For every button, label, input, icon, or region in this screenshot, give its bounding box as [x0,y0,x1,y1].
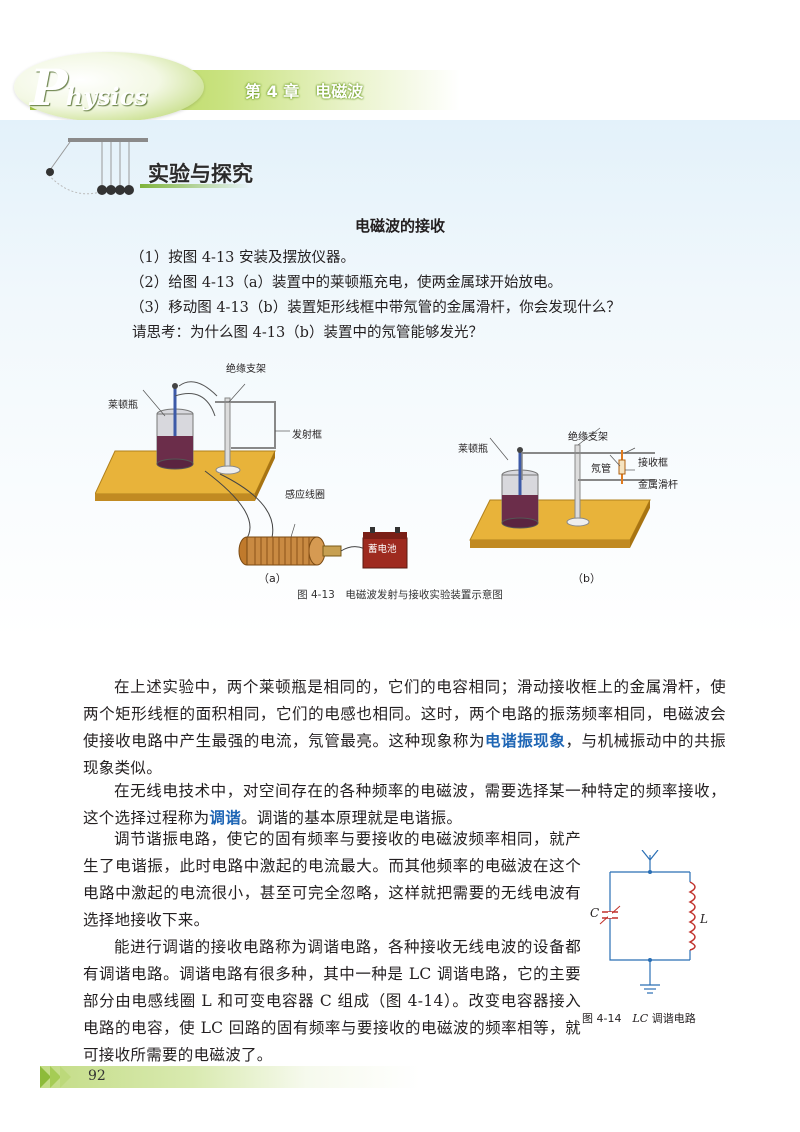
label-receiver-frame: 接收框 [638,458,668,469]
label-leyden-jar-b: 莱顿瓶 [458,444,488,455]
p1-text-a: 在上述实验中，两个莱顿瓶是相同的，它们的电容相同；滑动接收框上的金属滑杆，使两个… [83,678,726,750]
footer-arrows-icon [40,1066,71,1088]
section-title: 实验与探究 [148,162,253,186]
book-title-initial: P [30,58,68,117]
step-1: （1）按图 4-13 安装及摆放仪器。 [130,250,356,266]
label-inductor-l: L [700,912,708,926]
label-battery: 蓄电池 [368,544,397,555]
page-header: Physics 第 4 章 电磁波 [0,0,800,122]
experiment-subtitle: 电磁波的接收 [354,217,445,235]
figure-4-14-lc-circuit [599,850,696,994]
label-sliding-rod: 金属滑杆 [638,480,678,491]
book-title-rest: hysics [65,82,148,111]
p1-text-b: ，与机械振动中的共振现象类似。 [83,732,726,777]
step-3: （3）移动图 4-13（b）装置矩形线框中带氖管的金属滑杆，你会发现什么？ [130,300,621,316]
label-stand-a: 绝缘支架 [226,364,266,375]
label-induction-coil: 感应线圈 [285,490,325,501]
figure-4-13b [469,427,655,548]
term-electric-resonance: 电谐振现象 [485,732,566,750]
label-neon-tube: 氖管 [591,464,611,475]
newtons-cradle-icon [45,138,148,195]
figure-4-13-caption: 图 4-13 电磁波发射与接收实验装置示意图 [297,589,503,601]
footer-band [40,1066,420,1088]
chapter-label: 第 4 章 电磁波 [245,82,364,101]
figure-b-sublabel: （b） [572,572,601,585]
lc-caption-italic: LC [632,1012,649,1025]
section-title-underline [140,184,250,188]
book-title: Physics [30,58,148,118]
page-number: 92 [88,1068,106,1084]
figure-4-13a [95,381,408,569]
paragraph-2: 在无线电技术中，对空间存在的各种频率的电磁波，需要选择某一种特定的频率接收，这个… [83,778,726,832]
p2-text-a: 在无线电技术中，对空间存在的各种频率的电磁波，需要选择某一种特定的频率接收，这个… [83,782,726,827]
figure-a-sublabel: （a） [258,572,287,585]
label-leyden-jar-a: 莱顿瓶 [108,400,138,411]
label-capacitor-c: C [590,906,600,920]
paragraph-4: 能进行调谐的接收电路称为调谐电路，各种接收无线电波的设备都有调谐电路。调谐电路有… [83,938,581,1064]
experiment-steps: （1）按图 4-13 安装及摆放仪器。 （2）给图 4-13（a）装置中的莱顿瓶… [130,246,621,346]
label-emitter-frame: 发射框 [292,430,322,441]
p2-text-b: 。调谐的基本原理就是电谐振。 [241,809,463,827]
figure-4-14-caption: 图 4-14 LC 调谐电路 [582,1010,696,1026]
paragraph-3: 调节谐振电路，使它的固有频率与要接收的电磁波频率相同，就产生了电谐振，此时电路中… [83,830,581,929]
think-question: 请思考：为什么图 4-13（b）装置中的氖管能够发光？ [132,325,483,341]
term-tuning: 调谐 [209,809,242,827]
step-2: （2）给图 4-13（a）装置中的莱顿瓶充电，使两金属球开始放电。 [130,275,563,291]
lc-caption-suffix: 调谐电路 [648,1012,696,1025]
experiment-box: 实验与探究 电磁波的接收 （1）按图 4-13 安装及摆放仪器。 （2）给图 4… [0,120,800,638]
lc-caption-prefix: 图 4-14 [582,1012,633,1025]
label-stand-b: 绝缘支架 [568,432,608,443]
paragraph-1: 在上述实验中，两个莱顿瓶是相同的，它们的电容相同；滑动接收框上的金属滑杆，使两个… [83,674,726,782]
header-oval-logo [14,52,204,122]
